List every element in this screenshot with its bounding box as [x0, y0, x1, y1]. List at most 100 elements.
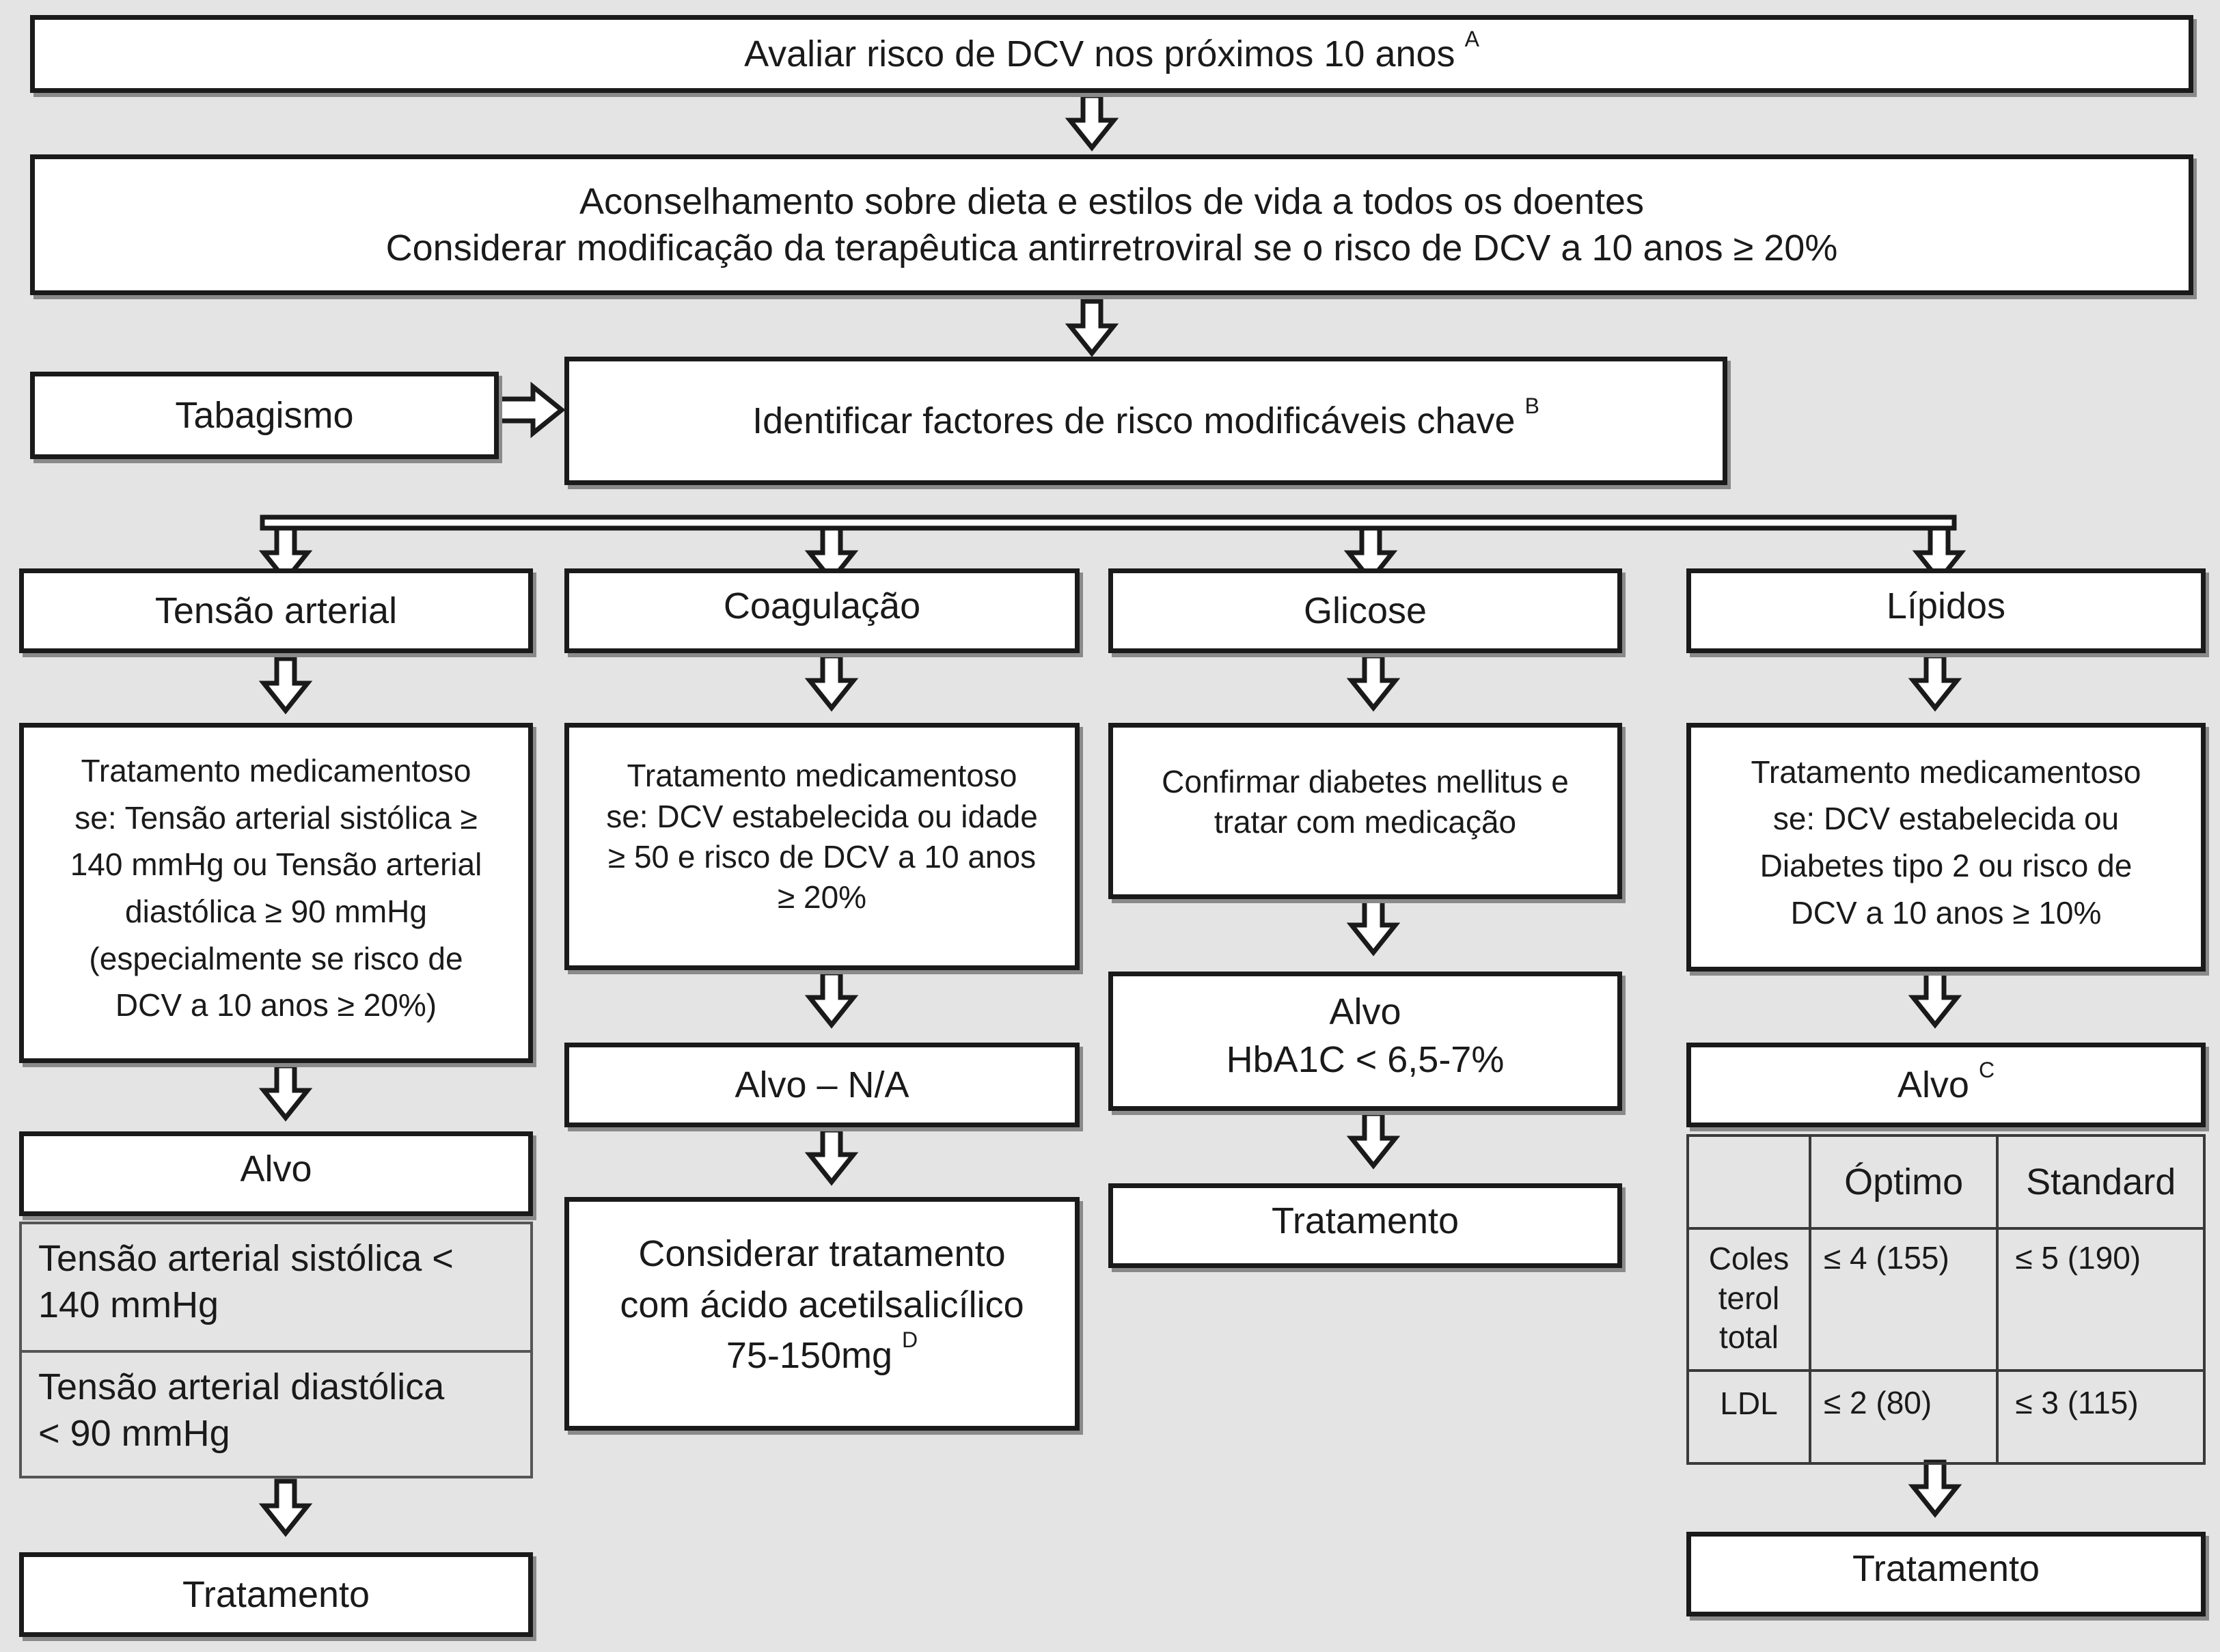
- arrow-right-icon: [495, 381, 566, 439]
- table-row: Coles terol total ≤ 4 (155) ≤ 5 (190): [1686, 1227, 2206, 1372]
- row-label-line: terol: [1718, 1280, 1780, 1316]
- bp-final-box: Tratamento: [19, 1552, 533, 1637]
- lipids-final-label: Tratamento: [1852, 1547, 2040, 1589]
- arrow-down-icon: [810, 973, 853, 1025]
- coag-header: Coagulação: [564, 568, 1080, 653]
- footnote-marker: A: [1464, 26, 1479, 51]
- coag-treatment-line: Tratamento medicamentoso: [627, 758, 1017, 794]
- table-header-cell: Óptimo: [1808, 1134, 1999, 1230]
- lifestyle-advice-box: Aconselhamento sobre dieta e estilos de …: [30, 154, 2193, 295]
- lipids-treatment-line: Diabetes tipo 2 ou risco de: [1759, 848, 2133, 883]
- arrow-down-icon: [1352, 656, 1395, 708]
- glucose-target-box: Alvo HbA1C < 6,5-7%: [1108, 972, 1622, 1111]
- coag-treatment-line: ≥ 50 e risco de DCV a 10 anos: [607, 839, 1037, 875]
- lipids-target-box: Alvo C: [1686, 1043, 2206, 1127]
- arrow-down-icon: [810, 1130, 853, 1182]
- coag-target-label: Alvo – N/A: [735, 1064, 909, 1105]
- bp-treatment-box: Tratamento medicamentoso se: Tensão arte…: [19, 723, 533, 1063]
- lipids-treatment-line: Tratamento medicamentoso: [1751, 754, 2141, 790]
- bp-target-text: Tensão arterial diastólica: [38, 1366, 445, 1407]
- table-header-row: Óptimo Standard: [1686, 1134, 2206, 1230]
- lipids-final-box: Tratamento: [1686, 1532, 2206, 1616]
- arrow-down-icon: [1352, 1114, 1395, 1166]
- coag-consider-line: 75-150mg: [726, 1335, 893, 1377]
- bp-target-systolic: Tensão arterial sistólica < 140 mmHg: [19, 1222, 533, 1353]
- row-label-line: total: [1719, 1319, 1779, 1355]
- coag-title: Coagulação: [723, 585, 921, 627]
- table-row-label: Coles terol total: [1686, 1227, 1811, 1372]
- identify-factors-box: Identificar factores de risco modificáve…: [564, 357, 1727, 485]
- arrow-down-icon: [1913, 656, 1957, 708]
- arrow-down-icon: [1070, 96, 1114, 148]
- bp-treatment-line: se: Tensão arterial sistólica ≥: [74, 799, 478, 836]
- lipids-treatment-box: Tratamento medicamentoso se: DCV estabel…: [1686, 723, 2206, 972]
- lipids-title: Lípidos: [1886, 585, 2006, 627]
- bp-treatment-line: DCV a 10 anos ≥ 20%): [115, 987, 437, 1023]
- table-row: LDL ≤ 2 (80) ≤ 3 (115): [1686, 1369, 2206, 1465]
- bp-target-text: 140 mmHg: [38, 1284, 219, 1326]
- branch-bar: [260, 514, 1957, 531]
- glucose-treatment-line: tratar com medicação: [1214, 804, 1517, 840]
- coag-consider-line: Considerar tratamento: [638, 1233, 1006, 1275]
- smoking-label: Tabagismo: [175, 394, 354, 436]
- coag-treatment-line: se: DCV estabelecida ou idade: [606, 798, 1038, 834]
- advice-line-2: Considerar modificação da terapêutica an…: [385, 228, 1838, 269]
- bp-header: Tensão arterial: [19, 568, 533, 653]
- assess-risk-box: Avaliar risco de DCV nos próximos 10 ano…: [30, 15, 2193, 93]
- bp-treatment-line: 140 mmHg ou Tensão arterial: [70, 846, 482, 883]
- bp-treatment-line: Tratamento medicamentoso: [81, 753, 471, 789]
- glucose-final-box: Tratamento: [1108, 1183, 1622, 1268]
- bp-treatment-line: diastólica ≥ 90 mmHg: [125, 894, 427, 929]
- coag-target-box: Alvo – N/A: [564, 1043, 1080, 1127]
- footnote-marker: C: [1978, 1057, 1995, 1082]
- table-cell: ≤ 3 (115): [1996, 1369, 2206, 1465]
- bp-target-box: Alvo: [19, 1131, 533, 1216]
- bp-target-diastolic: Tensão arterial diastólica < 90 mmHg: [19, 1350, 533, 1478]
- bp-target-text: Tensão arterial sistólica <: [38, 1238, 454, 1279]
- arrow-down-icon: [1913, 1462, 1957, 1514]
- coag-consider-box: Considerar tratamento com ácido acetilsa…: [564, 1197, 1080, 1431]
- coag-treatment-line: ≥ 20%: [777, 879, 867, 916]
- glucose-title: Glicose: [1303, 590, 1427, 631]
- bp-final-label: Tratamento: [182, 1573, 370, 1615]
- assess-risk-text: Avaliar risco de DCV nos próximos 10 ano…: [744, 33, 1455, 74]
- footnote-marker: B: [1524, 393, 1539, 418]
- arrow-down-icon: [264, 1481, 307, 1533]
- arrow-down-icon: [1070, 301, 1114, 353]
- arrow-down-icon: [1352, 900, 1395, 952]
- glucose-target-line: Alvo: [1329, 991, 1401, 1032]
- smoking-box: Tabagismo: [30, 372, 499, 459]
- advice-line-1: Aconselhamento sobre dieta e estilos de …: [579, 180, 1644, 222]
- arrow-down-icon: [264, 1066, 307, 1118]
- table-row-label: LDL: [1686, 1369, 1811, 1465]
- bp-title: Tensão arterial: [154, 590, 398, 631]
- coag-consider-line: com ácido acetilsalicílico: [620, 1284, 1024, 1325]
- lipids-target-label: Alvo: [1897, 1064, 1969, 1105]
- bp-target-label: Alvo: [240, 1148, 312, 1189]
- table-header-cell: [1686, 1134, 1811, 1230]
- identify-factors-text: Identificar factores de risco modificáve…: [752, 400, 1516, 441]
- table-cell: ≤ 5 (190): [1996, 1227, 2206, 1372]
- lipid-targets-table: Óptimo Standard Coles terol total ≤ 4 (1…: [1686, 1134, 2206, 1465]
- lipids-treatment-line: DCV a 10 anos ≥ 10%: [1790, 894, 2102, 931]
- arrow-down-icon: [1913, 973, 1957, 1025]
- row-label-line: LDL: [1720, 1386, 1778, 1421]
- glucose-treatment-line: Confirmar diabetes mellitus e: [1162, 763, 1569, 799]
- bp-treatment-line: (especialmente se risco de: [89, 940, 463, 976]
- table-cell: ≤ 2 (80): [1808, 1369, 1999, 1465]
- arrow-down-icon: [264, 659, 307, 711]
- lipids-header: Lípidos: [1686, 568, 2206, 653]
- row-label-line: Coles: [1708, 1241, 1790, 1276]
- bp-target-text: < 90 mmHg: [38, 1413, 230, 1455]
- glucose-header: Glicose: [1108, 568, 1622, 653]
- arrow-down-icon: [810, 656, 853, 708]
- glucose-target-line: HbA1C < 6,5-7%: [1226, 1039, 1505, 1080]
- glucose-treatment-box: Confirmar diabetes mellitus e tratar com…: [1108, 723, 1622, 899]
- table-cell: ≤ 4 (155): [1808, 1227, 1999, 1372]
- coag-treatment-box: Tratamento medicamentoso se: DCV estabel…: [564, 723, 1080, 970]
- glucose-final-label: Tratamento: [1271, 1200, 1460, 1241]
- table-header-cell: Standard: [1996, 1134, 2206, 1230]
- lipids-treatment-line: se: DCV estabelecida ou: [1772, 801, 2120, 837]
- footnote-marker: D: [902, 1327, 918, 1353]
